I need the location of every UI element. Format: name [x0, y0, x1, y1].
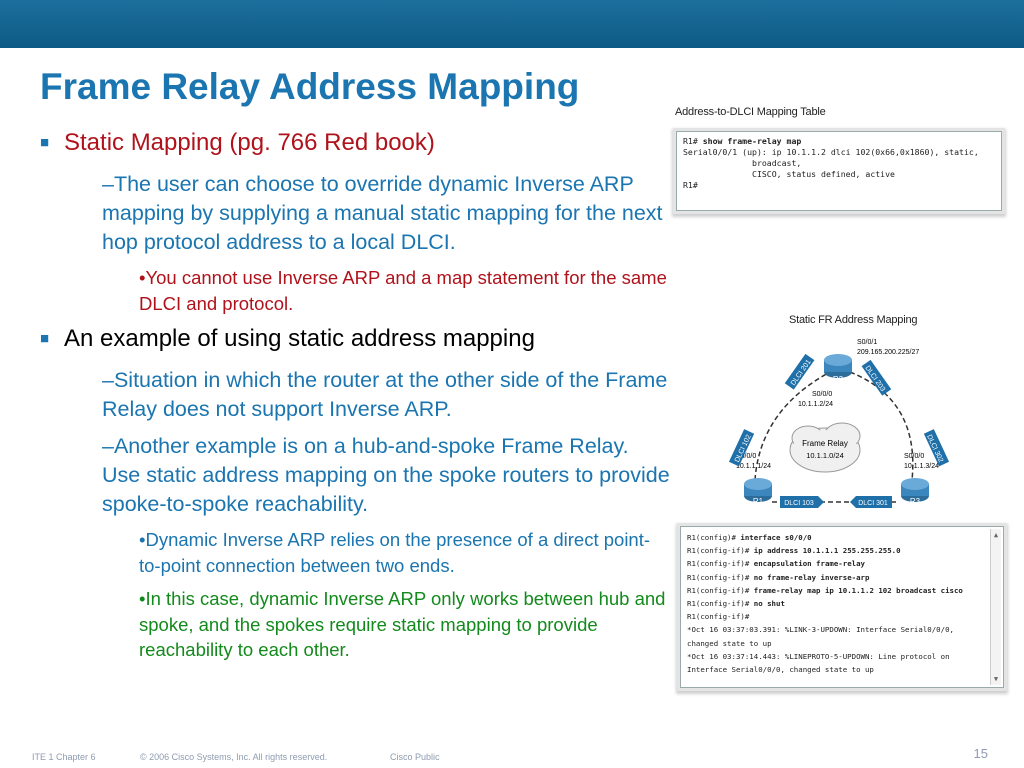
- sub-bullet: –Situation in which the router at the ot…: [102, 368, 668, 421]
- dlci-301-tag: DLCI 301: [850, 496, 892, 508]
- r2-s000-port: S0/0/0: [812, 391, 832, 398]
- cloud-subnet: 10.1.1.0/24: [806, 451, 844, 460]
- r2-serial-ip: 209.165.200.225/27: [857, 349, 919, 356]
- bullet-text: An example of using static address mappi…: [64, 325, 535, 352]
- pvc-link-r2-r3: [849, 371, 914, 481]
- console-line: *Oct 16 03:37:14.443: %LINEPROTO-5-UPDOW…: [687, 651, 950, 661]
- r1-port: S0/0/0: [736, 453, 756, 460]
- bullet-list: ■ Static Mapping (pg. 766 Red book) –The…: [40, 128, 670, 671]
- mapping-table-console: R1# show frame-relay map Serial0/0/1 (up…: [676, 131, 1002, 211]
- console-line: R1(config-if)#: [687, 612, 750, 622]
- console-line: CISCO, status defined, active: [683, 169, 895, 179]
- scroll-down-icon[interactable]: ▼: [993, 675, 999, 683]
- console-scrollbar[interactable]: ▲ ▼: [990, 529, 1001, 685]
- r3-port: S0/0/0: [904, 453, 924, 460]
- console-line: broadcast,: [683, 158, 802, 168]
- bullet-text: Static Mapping (pg. 766 Red book): [64, 129, 435, 156]
- console-line: R1(config-if)# frame-relay map ip 10.1.1…: [687, 585, 963, 595]
- router-r3: R3: [901, 478, 929, 506]
- r1-ip: 10.1.1.1/24: [736, 463, 771, 470]
- pvc-link-r1-r2: [754, 371, 831, 481]
- sub-sub-bullet: •Dynamic Inverse ARP relies on the prese…: [139, 529, 651, 576]
- sub-bullet: –Another example is on a hub-and-spoke F…: [102, 434, 670, 516]
- dlci-302-tag: DLCI 302: [923, 429, 950, 467]
- config-console: R1(config)# interface s0/0/0 R1(config-i…: [680, 526, 1004, 688]
- console-line: changed state to up: [687, 638, 772, 648]
- router-r1: R1: [744, 478, 772, 506]
- square-bullet-icon: ■: [40, 134, 50, 151]
- frame-relay-cloud: Frame Relay 10.1.1.0/24: [789, 422, 861, 473]
- r2-serial-port: S0/0/1: [857, 339, 877, 346]
- footer-copyright: © 2006 Cisco Systems, Inc. All rights re…: [140, 752, 328, 762]
- console-line: R1(config-if)# no frame-relay inverse-ar…: [687, 572, 870, 582]
- bullet-static-mapping: ■ Static Mapping (pg. 766 Red book): [40, 128, 670, 158]
- sub-sub-bullet: •You cannot use Inverse ARP and a map st…: [139, 267, 667, 314]
- console-line: R1# show frame-relay map: [683, 136, 802, 146]
- router-label: R2: [833, 375, 844, 384]
- header-bar: [0, 0, 1024, 48]
- scroll-up-icon[interactable]: ▲: [993, 531, 999, 539]
- square-bullet-icon: ■: [40, 330, 50, 347]
- footer-classification: Cisco Public: [390, 752, 440, 762]
- dlci-103-tag: DLCI 103: [780, 496, 824, 508]
- diagram-title: Static FR Address Mapping: [789, 314, 918, 326]
- console-line: *Oct 16 03:37:03.391: %LINK-3-UPDOWN: In…: [687, 625, 954, 635]
- page-number: 15: [973, 746, 988, 761]
- r3-ip: 10.1.1.3/24: [904, 463, 939, 470]
- mapping-table-title: Address-to-DLCI Mapping Table: [675, 106, 826, 118]
- bullet-example: ■ An example of using static address map…: [40, 324, 670, 354]
- footer-course: ITE 1 Chapter 6: [32, 752, 96, 762]
- svg-text:DLCI 301: DLCI 301: [858, 500, 888, 507]
- dlci-203-tag: DLCI 203: [861, 359, 892, 396]
- slide-title: Frame Relay Address Mapping: [40, 66, 580, 107]
- console-line: R1(config-if)# encapsulation frame-relay: [687, 559, 865, 569]
- console-line: R1(config)# interface s0/0/0: [687, 533, 812, 542]
- console-line: R1(config-if)# no shut: [687, 599, 785, 609]
- sub-sub-bullet: •In this case, dynamic Inverse ARP only …: [139, 588, 666, 660]
- console-line: R1(config-if)# ip address 10.1.1.1 255.2…: [687, 546, 901, 556]
- router-r2: R2: [824, 354, 852, 384]
- console-line: Serial0/0/1 (up): ip 10.1.1.2 dlci 102(0…: [683, 147, 979, 157]
- router-label: R3: [910, 497, 921, 506]
- svg-text:DLCI 103: DLCI 103: [784, 500, 814, 507]
- sub-bullet: –The user can choose to override dynamic…: [102, 172, 663, 254]
- console-line: Interface Serial0/0/0, changed state to …: [687, 665, 874, 675]
- dlci-102-tag: DLCI 102: [728, 429, 755, 467]
- r2-s000-ip: 10.1.1.2/24: [798, 401, 833, 408]
- console-line: R1#: [683, 180, 698, 190]
- cloud-label: Frame Relay: [802, 439, 848, 448]
- frame-relay-diagram: Frame Relay 10.1.1.0/24 R2 R1 R3 S0/0/1 …: [728, 339, 950, 508]
- router-label: R1: [753, 497, 764, 506]
